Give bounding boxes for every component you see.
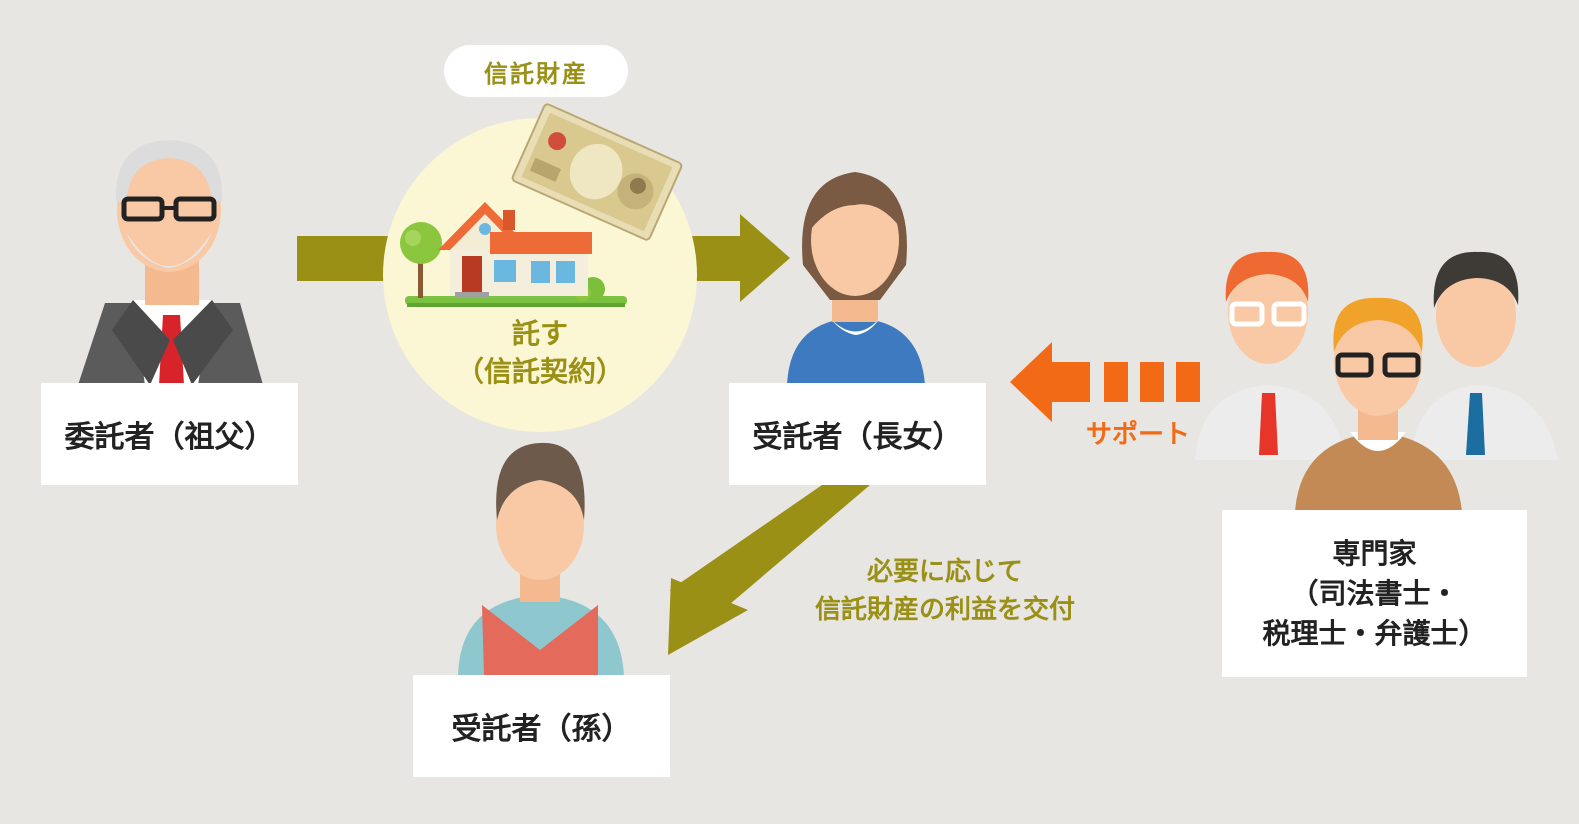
entrust-arrow-head xyxy=(690,214,790,302)
support-label: サポート xyxy=(1086,420,1191,450)
expert-label-line1: 専門家 xyxy=(1332,536,1417,570)
expert-label: 専門家 （司法書士・ 税理士・弁護士） xyxy=(1222,510,1527,677)
daughter-figure xyxy=(787,172,925,385)
beneficiary-label-text: 受託者（孫） xyxy=(451,712,632,747)
benefit-label: 必要に応じて 信託財産の利益を交付 xyxy=(770,553,1120,629)
benefit-label-line2: 信託財産の利益を交付 xyxy=(814,595,1075,625)
entrust-label-line2: （信託契約） xyxy=(455,355,624,388)
house-icon xyxy=(400,202,627,307)
trust-property-label: 信託財産 xyxy=(444,45,628,97)
banknote-icon xyxy=(511,103,683,241)
entrust-label-line1: 託す xyxy=(511,317,568,350)
entrust-label: 託す （信託契約） xyxy=(440,315,640,391)
settlor-label: 委託者（祖父） xyxy=(41,383,298,485)
benefit-label-line1: 必要に応じて xyxy=(866,557,1023,587)
trustee-label: 受託者（長女） xyxy=(729,383,986,485)
expert-label-line2: （司法書士・ xyxy=(1290,576,1459,610)
settlor-label-text: 委託者（祖父） xyxy=(64,420,275,455)
support-arrow xyxy=(1010,342,1200,422)
beneficiary-label: 受託者（孫） xyxy=(413,675,670,777)
trustee-label-text: 受託者（長女） xyxy=(752,420,963,455)
grandfather-figure xyxy=(78,140,263,385)
expert-label-line3: 税理士・弁護士） xyxy=(1262,616,1487,650)
experts-group xyxy=(1195,251,1558,512)
benefit-arrow xyxy=(668,485,870,655)
grandchild-figure xyxy=(458,442,624,676)
